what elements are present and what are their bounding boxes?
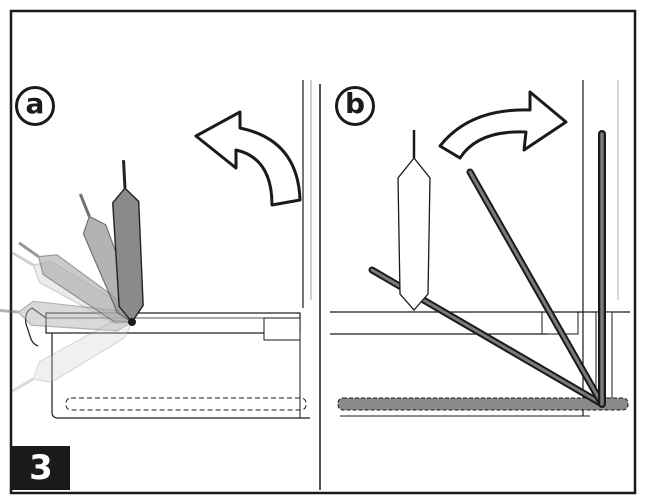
panel-a: [0, 80, 312, 419]
curved-arrow-counterclockwise-icon: [194, 110, 302, 207]
step-number-badge: 3: [12, 446, 70, 490]
panel-b: [330, 80, 630, 417]
base-strip-b: [337, 397, 629, 411]
panel-b-label: b: [335, 86, 375, 126]
pendulum-a-1: [112, 160, 144, 324]
pendulum-a-down: [11, 319, 133, 393]
outer-frame: [9, 9, 637, 495]
curved-arrow-clockwise-icon: [438, 90, 568, 160]
tray-box-a: [51, 333, 310, 419]
dashed-strip-a: [65, 397, 307, 411]
weight-outline-b: [397, 130, 431, 311]
panel-a-label: a: [15, 86, 55, 126]
